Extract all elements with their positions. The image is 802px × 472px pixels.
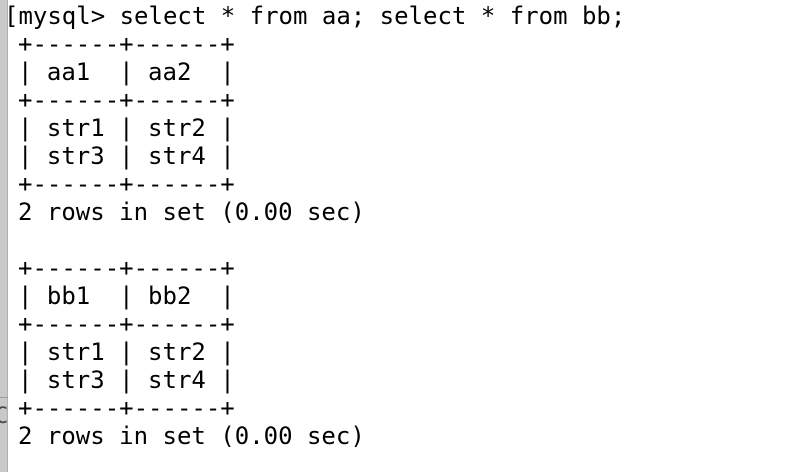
terminal-line-t1-header: | aa1 | aa2 | (18, 58, 235, 86)
terminal-line-t2-row1: | str1 | str2 | (18, 338, 235, 366)
terminal-line-t2-sep: +------+------+ (18, 310, 235, 338)
terminal-line-t1-status: 2 rows in set (0.00 sec) (18, 198, 365, 226)
sliver-divider (0, 397, 8, 398)
terminal-line-t1-bottom: +------+------+ (18, 170, 235, 198)
terminal-line-t2-status: 2 rows in set (0.00 sec) (18, 422, 365, 450)
terminal-output-area[interactable]: [mysql> select * from aa; select * from … (9, 0, 802, 472)
terminal-line-prompt: [mysql> select * from aa; select * from … (9, 2, 626, 30)
terminal-line-t2-bottom: +------+------+ (18, 394, 235, 422)
terminal-line-t2-row2: | str3 | str4 | (18, 366, 235, 394)
adjacent-window-sliver[interactable] (0, 0, 8, 472)
terminal-line-blank (18, 226, 32, 254)
terminal-line-t1-top: +------+------+ (18, 30, 235, 58)
terminal-line-t1-row2: | str3 | str4 | (18, 142, 235, 170)
terminal-line-t2-header: | bb1 | bb2 | (18, 282, 235, 310)
terminal-line-t2-top: +------+------+ (18, 254, 235, 282)
terminal-line-t1-sep: +------+------+ (18, 86, 235, 114)
sliver-clipped-glyph: C (0, 404, 9, 429)
terminal-line-t1-row1: | str1 | str2 | (18, 114, 235, 142)
